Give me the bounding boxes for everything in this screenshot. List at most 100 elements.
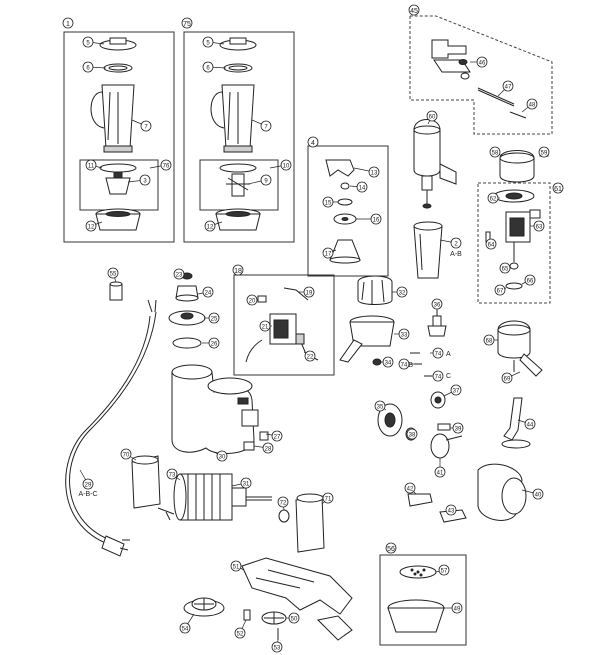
svg-text:10: 10 xyxy=(283,164,290,170)
callout-c62: 62 xyxy=(487,192,499,204)
group-box-1 xyxy=(63,31,175,243)
svg-text:11: 11 xyxy=(88,164,95,170)
group-callout-45: 45 xyxy=(408,4,420,16)
svg-text:50: 50 xyxy=(291,617,298,623)
svg-text:74: 74 xyxy=(401,363,408,369)
motor-unit-61 xyxy=(485,189,541,290)
callout-c35: 35 xyxy=(374,400,386,412)
fastener-parts-50-53 xyxy=(243,609,287,640)
group-box-56 xyxy=(379,554,467,646)
base-bracket-51 xyxy=(241,557,353,641)
svg-text:24: 24 xyxy=(205,291,212,297)
suffix-label-2: A-B xyxy=(450,251,462,258)
callout-c74c: 74 xyxy=(432,370,444,382)
svg-text:7: 7 xyxy=(264,125,268,131)
callout-c39: 39 xyxy=(452,422,464,434)
suffix-label-29: A-B-C xyxy=(78,491,97,498)
callout-c2: 2 xyxy=(450,237,462,249)
svg-text:71: 71 xyxy=(325,497,332,503)
callout-c21: 21 xyxy=(259,320,271,332)
callout-c58: 58 xyxy=(489,146,501,158)
callout-c28: 28 xyxy=(262,442,274,454)
svg-text:12: 12 xyxy=(207,225,214,231)
svg-text:28: 28 xyxy=(265,447,272,453)
svg-text:47: 47 xyxy=(505,85,512,91)
callout-c24: 24 xyxy=(202,286,214,298)
lever-44 xyxy=(501,397,531,449)
svg-text:18: 18 xyxy=(234,268,242,275)
group-callout-75: 75 xyxy=(181,17,193,29)
citrus-press-60 xyxy=(413,119,457,209)
callout-c63: 63 xyxy=(533,220,545,232)
callout-c48: 48 xyxy=(526,98,538,110)
svg-text:14: 14 xyxy=(359,186,366,192)
blender-jar-assembly-2 xyxy=(210,37,261,231)
suffix-label-74b: B xyxy=(408,362,413,369)
svg-text:74: 74 xyxy=(435,352,442,358)
strainer-cup-32-34 xyxy=(339,275,395,366)
gear-parts-35-41 xyxy=(377,391,463,459)
callout-c65: 65 xyxy=(499,262,511,274)
group-box-61 xyxy=(477,182,551,304)
svg-text:55: 55 xyxy=(110,272,117,278)
callout-c13: 13 xyxy=(368,166,380,178)
callout-c3: 3 xyxy=(139,174,151,186)
power-cord-29 xyxy=(65,299,157,557)
svg-text:5: 5 xyxy=(206,41,210,47)
callout-c9: 9 xyxy=(260,174,272,186)
group-box-75 xyxy=(183,31,295,243)
svg-text:57: 57 xyxy=(441,569,448,575)
group-callout-1: 1 xyxy=(62,17,74,29)
svg-text:61: 61 xyxy=(554,186,562,193)
container-2 xyxy=(413,221,443,279)
switch-assembly-18 xyxy=(245,287,319,363)
svg-text:67: 67 xyxy=(497,289,504,295)
callout-c47: 47 xyxy=(502,80,514,92)
group-callout-61: 61 xyxy=(552,182,564,194)
impeller-54 xyxy=(183,597,225,617)
svg-text:3: 3 xyxy=(143,179,147,185)
callout-c67: 67 xyxy=(494,284,506,296)
svg-text:52: 52 xyxy=(237,632,244,638)
callout-c27: 27 xyxy=(271,430,283,442)
svg-text:74: 74 xyxy=(435,375,442,381)
callout-c33: 33 xyxy=(398,328,410,340)
svg-text:76: 76 xyxy=(163,164,170,170)
cap-55 xyxy=(109,281,123,301)
callout-c40: 40 xyxy=(532,488,544,500)
coupling-stack-23-26 xyxy=(168,272,206,349)
svg-text:15: 15 xyxy=(325,201,332,207)
callout-c22: 22 xyxy=(304,350,316,362)
callout-c69: 69 xyxy=(501,372,513,384)
callout-c52: 52 xyxy=(234,627,246,639)
callout-c34: 34 xyxy=(382,356,394,368)
svg-text:45: 45 xyxy=(410,8,418,15)
group-box-4 xyxy=(307,145,389,277)
callout-c70: 70 xyxy=(120,448,132,460)
svg-text:36: 36 xyxy=(434,303,441,309)
callout-c76: 76 xyxy=(160,159,172,171)
callout-c36: 36 xyxy=(431,298,443,310)
callout-c71: 71 xyxy=(322,492,334,504)
svg-text:41: 41 xyxy=(437,471,444,477)
callout-c73: 73 xyxy=(166,468,178,480)
svg-text:19: 19 xyxy=(306,291,313,297)
svg-text:4: 4 xyxy=(311,140,315,147)
svg-text:1: 1 xyxy=(66,21,70,28)
group-callout-18: 18 xyxy=(232,264,244,276)
callout-c66: 66 xyxy=(524,274,536,286)
svg-text:38: 38 xyxy=(409,433,416,439)
svg-text:29: 29 xyxy=(85,483,92,489)
motor-housing-30 xyxy=(171,364,269,454)
svg-text:13: 13 xyxy=(371,171,378,177)
callout-c42: 42 xyxy=(404,482,416,494)
svg-text:60: 60 xyxy=(429,115,436,121)
svg-text:44: 44 xyxy=(527,423,534,429)
callout-c50: 50 xyxy=(288,612,300,624)
spindle-36 xyxy=(410,310,447,377)
svg-text:34: 34 xyxy=(385,361,392,367)
svg-text:48: 48 xyxy=(529,103,536,109)
svg-text:37: 37 xyxy=(453,389,460,395)
svg-text:62: 62 xyxy=(490,197,497,203)
